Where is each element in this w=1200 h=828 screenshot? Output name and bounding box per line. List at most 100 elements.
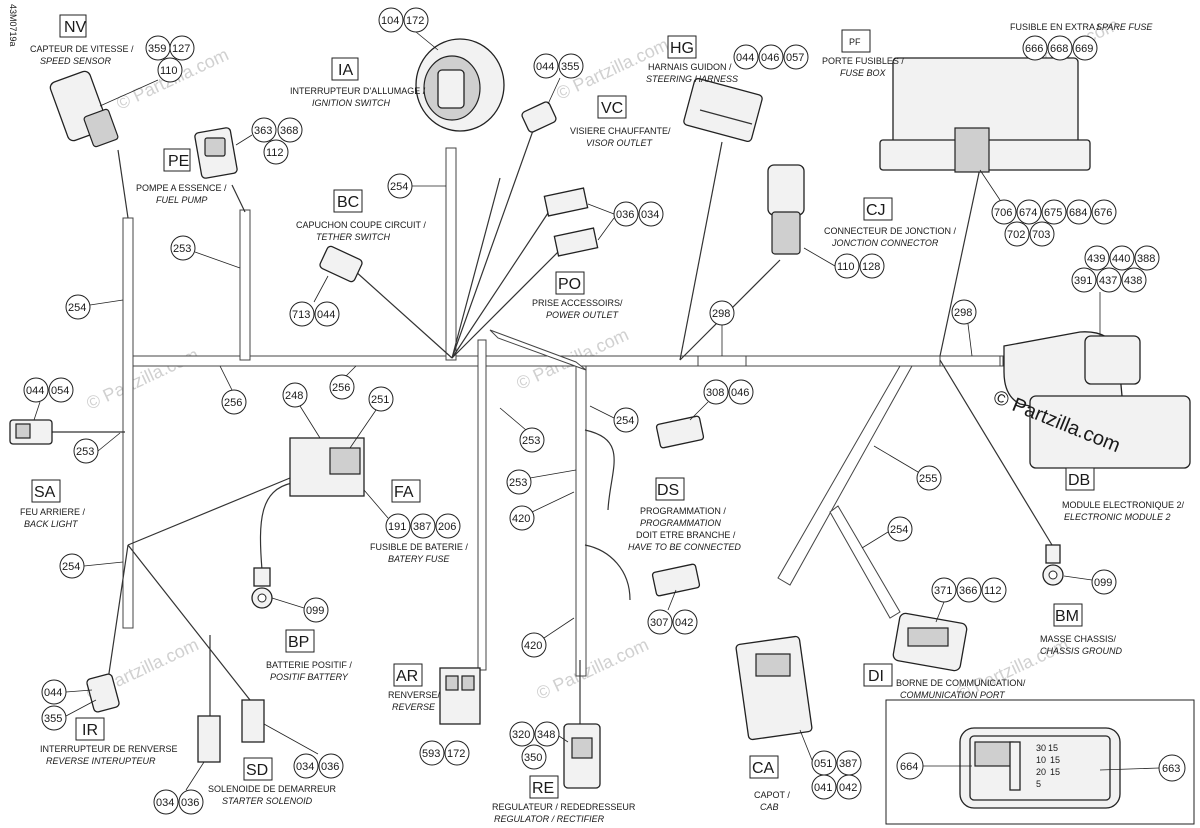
- svg-text:703: 703: [1032, 229, 1050, 241]
- svg-text:099: 099: [1094, 577, 1112, 589]
- svg-text:437: 437: [1099, 275, 1117, 287]
- svg-text:359: 359: [148, 43, 166, 55]
- svg-text:044: 044: [736, 52, 754, 64]
- nv-fr: CAPTEUR DE VITESSE /: [30, 44, 134, 54]
- svg-text:320: 320: [512, 729, 530, 741]
- ir-en: REVERSE INTERUPTEUR: [46, 756, 156, 766]
- svg-text:253: 253: [76, 446, 94, 458]
- callout-pe: 363 368 112: [235, 117, 303, 165]
- svg-text:256: 256: [224, 397, 242, 409]
- svg-text:172: 172: [406, 15, 424, 27]
- code-re: RE: [532, 780, 554, 797]
- callout-ca: 051 387 041 042: [799, 729, 862, 800]
- ignition-switch: [415, 38, 505, 132]
- svg-text:044: 044: [26, 385, 44, 397]
- code-ir: IR: [82, 722, 98, 739]
- svg-text:666: 666: [1025, 43, 1043, 55]
- spare-en: SPARE FUSE: [1096, 22, 1153, 32]
- callout-ds: 308 046 307 042: [647, 379, 754, 635]
- di-fr: BORNE DE COMMUNICATION/: [896, 678, 1026, 688]
- code-bm: BM: [1055, 608, 1079, 625]
- callout-po: 036 034: [587, 201, 664, 241]
- svg-text:251: 251: [371, 394, 389, 406]
- reverse-switch-connector: [86, 673, 120, 713]
- code-po: PO: [558, 276, 581, 293]
- watermark: © Partzilla.com: [83, 344, 201, 413]
- vc-en: VISOR OUTLET: [586, 138, 654, 148]
- svg-text:668: 668: [1050, 43, 1068, 55]
- battery-positive-terminal: [251, 567, 273, 609]
- components: [9, 38, 1191, 789]
- pf-fr: PORTE FUSIBLES /: [822, 56, 904, 66]
- cj-en: JONCTION CONNECTOR: [831, 238, 939, 248]
- power-outlet-connectors: [543, 187, 599, 257]
- svg-text:248: 248: [285, 390, 303, 402]
- svg-text:298: 298: [954, 307, 972, 319]
- callout-bc: 713 044: [289, 275, 340, 327]
- svg-text:674: 674: [1019, 207, 1037, 219]
- svg-text:034: 034: [641, 209, 659, 221]
- bc-fr: CAPUCHON COUPE CIRCUIT /: [296, 220, 426, 230]
- ia-fr: INTERRUPTEUR D'ALLUMAGE /: [290, 86, 426, 96]
- di-en: COMMUNICATION PORT: [900, 690, 1006, 700]
- cj-fr: CONNECTEUR DE JONCTION /: [824, 226, 957, 236]
- re-en: REGULATOR / RECTIFIER: [494, 814, 605, 824]
- svg-text:664: 664: [900, 761, 918, 773]
- po-en: POWER OUTLET: [546, 310, 620, 320]
- reverse-connector: [439, 667, 481, 725]
- sa-en: BACK LIGHT: [24, 519, 79, 529]
- fuel-pump-connector: [194, 127, 238, 179]
- svg-text:254: 254: [890, 524, 908, 536]
- programming-connectors: [651, 415, 705, 597]
- svg-text:253: 253: [522, 435, 540, 447]
- nv-en: SPEED SENSOR: [40, 56, 112, 66]
- code-ca: CA: [752, 760, 775, 777]
- svg-text:15: 15: [1050, 755, 1060, 765]
- svg-text:676: 676: [1094, 207, 1112, 219]
- svg-text:036: 036: [616, 209, 634, 221]
- callout-re: 320 348 350: [509, 721, 569, 770]
- drawing-code: 43M0719a: [8, 4, 18, 47]
- svg-text:388: 388: [1137, 253, 1155, 265]
- svg-text:438: 438: [1124, 275, 1142, 287]
- code-pf: PF: [849, 37, 861, 47]
- db-fr: MODULE ELECTRONIQUE 2/: [1062, 500, 1185, 510]
- sd-en: STARTER SOLENOID: [222, 796, 313, 806]
- callout-spare: 666 668 669: [1022, 35, 1098, 61]
- chassis-ground-terminal: [1042, 544, 1064, 586]
- code-ar: AR: [396, 668, 418, 685]
- ca-fr: CAPOT /: [754, 790, 790, 800]
- svg-text:5: 5: [1036, 779, 1041, 789]
- callout-sa: 044 054: [23, 377, 74, 421]
- sd-fr: SOLENOIDE DE DEMARREUR: [208, 784, 337, 794]
- svg-text:254: 254: [390, 181, 408, 193]
- bm-fr: MASSE CHASSIS/: [1040, 634, 1117, 644]
- code-vc: VC: [601, 100, 623, 117]
- svg-text:127: 127: [172, 43, 190, 55]
- svg-text:439: 439: [1087, 253, 1105, 265]
- svg-text:663: 663: [1162, 763, 1180, 775]
- vc-fr: VISIERE CHAUFFANTE/: [570, 126, 671, 136]
- visor-outlet-connector: [521, 101, 557, 133]
- re-fr: REGULATEUR / REDEDRESSEUR: [492, 802, 636, 812]
- regulator-connector: [563, 723, 601, 789]
- svg-text:036: 036: [181, 797, 199, 809]
- callout-cj: 110 128: [803, 247, 885, 279]
- svg-text:057: 057: [786, 52, 804, 64]
- db-en: ELECTRONIC MODULE 2: [1064, 512, 1171, 522]
- code-bc: BC: [337, 194, 359, 211]
- svg-text:20: 20: [1036, 767, 1046, 777]
- junction-connector: [767, 164, 805, 255]
- svg-text:054: 054: [51, 385, 69, 397]
- svg-text:112: 112: [266, 147, 284, 159]
- bp-en: POSITIF BATTERY: [270, 672, 349, 682]
- callout-di: 371 366 112: [931, 577, 1007, 623]
- callout-pf: 706 674 675 684 676 702 703: [979, 169, 1117, 247]
- callout-bm: 099: [1063, 569, 1117, 595]
- callout-sd: 034 036 034 036: [153, 723, 344, 815]
- code-db: DB: [1068, 472, 1090, 489]
- svg-text:348: 348: [537, 729, 555, 741]
- wires: [52, 124, 1053, 725]
- svg-text:044: 044: [44, 687, 62, 699]
- code-di: DI: [868, 668, 884, 685]
